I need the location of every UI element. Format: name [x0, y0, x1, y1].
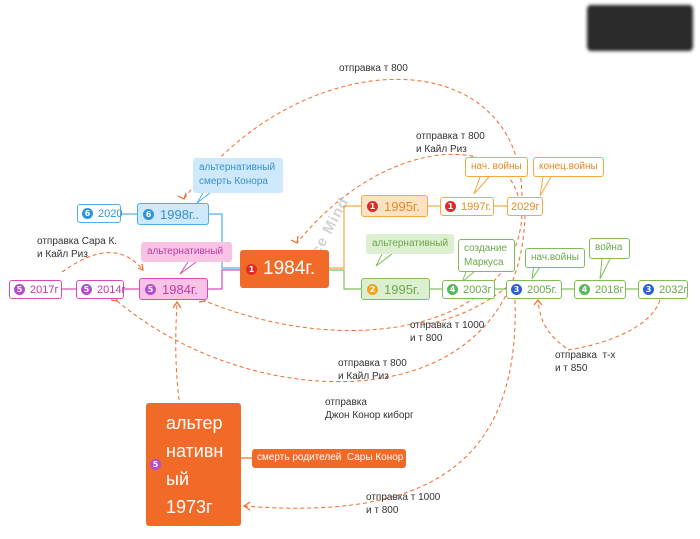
- pointer-war-end: [539, 176, 552, 197]
- note-t1000-t800-bottom: отправка т 1000 и т 800: [366, 492, 441, 516]
- arrow-1973-pink: [175, 301, 181, 408]
- pointer-green-callout: [375, 253, 393, 267]
- note-t800-top: отправка т 800: [339, 63, 408, 74]
- node-label: 2014г: [97, 283, 126, 296]
- note-tx-t850: отправка т-х и т 850: [555, 350, 616, 374]
- callout-war-start: нач. войны: [465, 157, 528, 177]
- node-2029[interactable]: 2029г: [507, 197, 543, 216]
- node-2018[interactable]: 4 2018г: [574, 280, 626, 299]
- node-label: 2018г: [595, 283, 624, 296]
- pointer-war-start: [473, 176, 490, 195]
- node-label: 2020: [98, 207, 123, 220]
- arrowhead-t800-reese-top: [290, 235, 299, 244]
- pointer-blue-callout: [196, 192, 211, 204]
- node-label: 1995г.: [384, 281, 420, 297]
- badge-icon: 5: [14, 284, 25, 295]
- node-alt-1973[interactable]: 5 альтер нативн ый 1973г: [146, 403, 241, 526]
- note-t800-reese-top: отправка т 800 и Кайл Риз: [416, 131, 485, 155]
- callout-alt-green: альтернативный: [366, 234, 454, 254]
- badge-icon: 6: [82, 208, 93, 219]
- callout-alt-connor-death: альтернативный смерть Конора: [193, 158, 283, 193]
- badge-icon: 3: [643, 284, 654, 295]
- badge-icon: 6: [143, 208, 154, 220]
- connector-center-1998: [209, 213, 240, 269]
- badge-icon: 5: [81, 284, 92, 295]
- node-2032[interactable]: 3 2032г: [638, 280, 688, 299]
- callout-green-war-start: нач.войны: [525, 248, 585, 268]
- node-label: 1984г.: [162, 281, 198, 297]
- arrow-t800-top: [183, 78, 523, 200]
- node-label: 1998г..: [160, 206, 200, 222]
- badge-icon: 1: [246, 263, 257, 275]
- note-t1000-t800-mid: отправка т 1000 и т 800: [410, 320, 485, 344]
- node-2014[interactable]: 5 2014г: [76, 280, 126, 299]
- arrowhead-tx-t850: [533, 299, 543, 306]
- badge-icon: 4: [447, 284, 458, 295]
- node-label: 2029г: [511, 200, 540, 213]
- arrow-t1000-t800-bottom: [243, 299, 516, 509]
- node-label: 1997г.: [461, 200, 492, 213]
- arrow-tx-t850: [537, 299, 567, 349]
- arrowhead-sarah-reese: [137, 263, 144, 271]
- pointer-green-war: [599, 258, 611, 280]
- node-green-1995[interactable]: 2 1995г.: [361, 278, 430, 300]
- badge-icon: 1: [367, 200, 378, 212]
- badge-icon: 2: [367, 283, 378, 295]
- node-orange-1995[interactable]: 1 1995г.: [361, 195, 428, 217]
- connector-center-orange1995: [329, 205, 361, 269]
- arrowhead-t1000-t800-bottom: [242, 501, 251, 511]
- callout-markus: создание Маркуса: [458, 239, 515, 272]
- note-sarah-reese: отправка Сара К. и Кайл Риз: [37, 236, 118, 260]
- badge-icon: 5: [145, 283, 156, 295]
- arrow-sarah-reese: [61, 252, 144, 273]
- connector-center-pink1984: [208, 269, 240, 290]
- redacted-block: [587, 5, 693, 51]
- node-label: 2017г: [30, 283, 59, 296]
- node-2020[interactable]: 6 2020: [77, 204, 123, 223]
- callout-sarah-parents-death: смерть родителей Сары Конор: [252, 449, 406, 468]
- node-2017[interactable]: 5 2017г: [9, 280, 62, 299]
- callout-war-end: конец.войны: [533, 157, 604, 177]
- connector-center-green1995: [329, 269, 361, 290]
- arrowhead-t800-top: [177, 192, 187, 200]
- node-label: 1995г.: [384, 198, 420, 214]
- badge-icon: 4: [579, 284, 590, 295]
- node-label: 2032г: [659, 283, 688, 296]
- note-john-cyborg: отправка Джон Конор киборг: [325, 397, 414, 421]
- callout-green-war: война: [589, 238, 630, 259]
- callout-alt-pink: альтернативный: [141, 242, 232, 262]
- node-2003[interactable]: 4 2003г: [442, 280, 495, 299]
- node-label: 1984г.: [263, 258, 316, 279]
- badge-icon: 3: [511, 284, 522, 295]
- node-2005[interactable]: 3 2005г.: [506, 280, 562, 299]
- arrowhead-1973-pink: [172, 300, 182, 309]
- arrow-t1000-t800-mid: [419, 281, 514, 326]
- node-pink-1984[interactable]: 5 1984г.: [139, 278, 208, 300]
- node-label: 2003г: [463, 283, 492, 296]
- arrow-john-cyborg: [116, 214, 526, 383]
- node-label: 2005г.: [527, 283, 558, 296]
- arrow-tx-t850-head: [567, 299, 661, 351]
- node-1997[interactable]: 1 1997г.: [440, 197, 494, 216]
- badge-icon: 1: [445, 201, 456, 212]
- node-label: альтер нативн ый 1973г: [166, 412, 224, 517]
- badge-icon: 5: [150, 459, 161, 470]
- node-1998[interactable]: 6 1998г..: [137, 203, 209, 225]
- node-center-1984[interactable]: 1 1984г.: [240, 250, 329, 288]
- pointer-pink-callout: [179, 261, 197, 275]
- note-t800-reese-bottom: отправка т 800 и Кайл Риз: [338, 358, 407, 382]
